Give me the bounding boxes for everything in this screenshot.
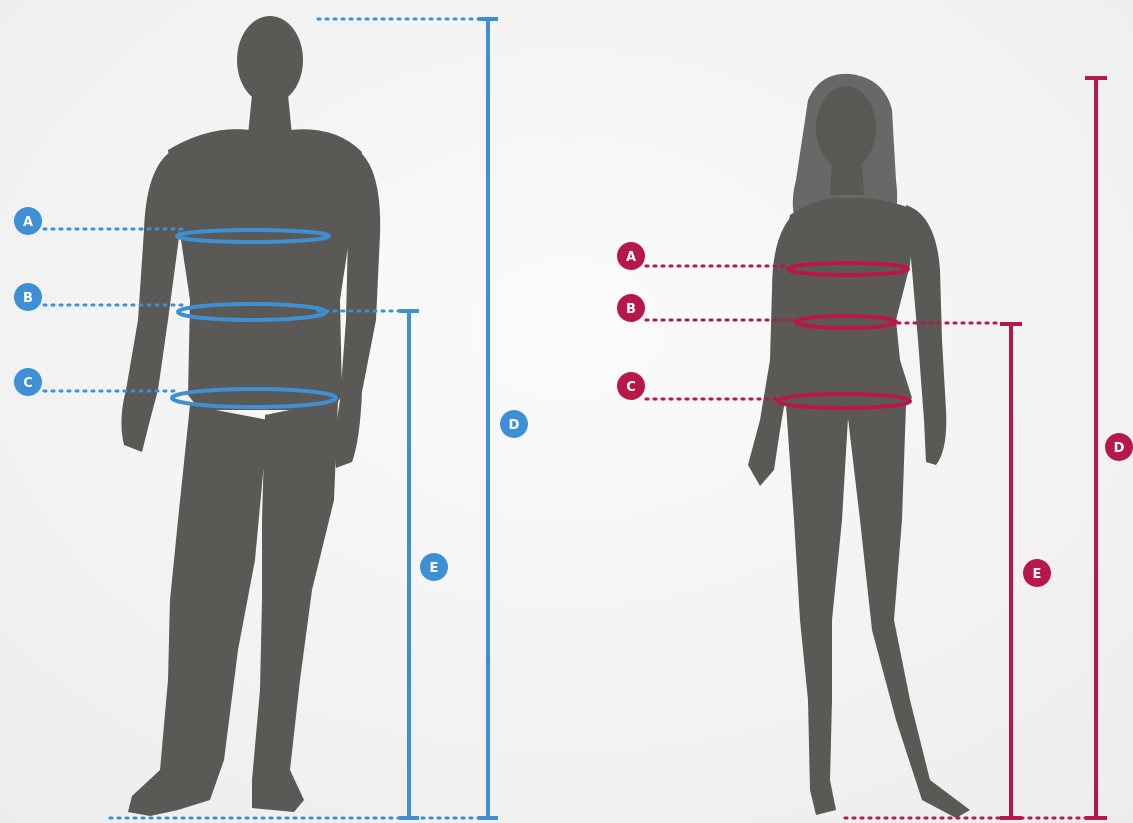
male-badge-a: A: [14, 207, 42, 235]
female-badge-a: A: [617, 242, 645, 270]
svg-text:A: A: [23, 215, 33, 230]
female-badge-c: C: [617, 372, 645, 400]
svg-text:D: D: [509, 418, 520, 433]
female-badge-b: B: [617, 294, 645, 322]
svg-text:E: E: [430, 561, 439, 576]
male-badge-b: B: [14, 283, 42, 311]
svg-text:D: D: [1114, 441, 1125, 456]
male-badge-e: E: [420, 553, 448, 581]
female-badge-d: D: [1105, 433, 1133, 461]
male-badge-d: D: [500, 410, 528, 438]
svg-text:B: B: [626, 302, 636, 317]
female-badge-e: E: [1023, 559, 1051, 587]
svg-text:B: B: [23, 291, 33, 306]
svg-text:A: A: [626, 250, 636, 265]
svg-text:C: C: [626, 380, 636, 395]
svg-text:E: E: [1033, 567, 1042, 582]
male-badge-c: C: [14, 368, 42, 396]
svg-text:C: C: [23, 376, 33, 391]
